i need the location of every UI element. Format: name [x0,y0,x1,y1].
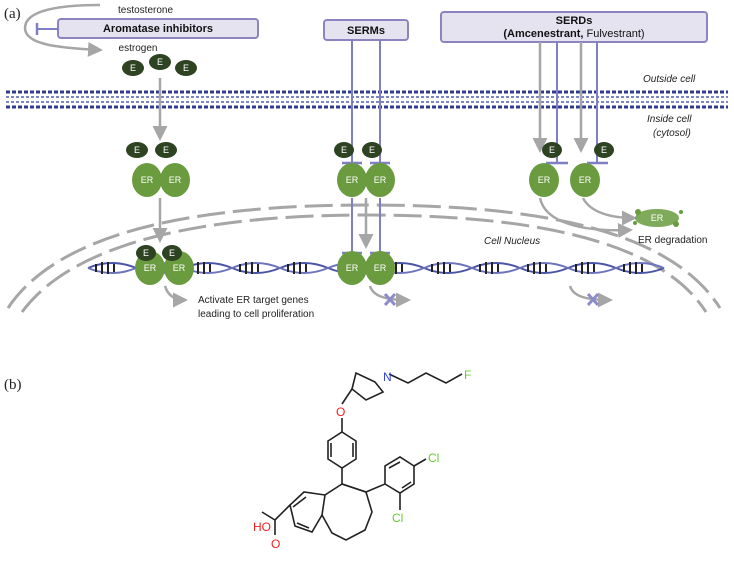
inside-cell-label: Inside cell [647,114,692,125]
outside-cell-label: Outside cell [643,74,696,85]
svg-text:ER: ER [374,175,387,185]
testosterone-path [23,3,103,57]
er-serds-cytosol: E E ER ER [529,142,614,197]
serds-label: SERDs [556,15,593,27]
cell-membrane [6,90,728,109]
activate-arrow [163,285,188,308]
svg-text:Cl: Cl [428,451,439,465]
serms-blocked-transcription [368,285,411,308]
degradation-arrow-2 [581,197,637,226]
er-dimer-serms-cytosol: E E ER ER [334,142,395,197]
svg-text:N: N [383,370,392,384]
er-degraded-fragments: ER [633,209,683,227]
cytosol-label: (cytosol) [653,128,691,139]
svg-text:E: E [183,63,189,73]
svg-text:F: F [464,368,471,382]
svg-text:E: E [163,145,169,155]
serms-label: SERMs [347,25,385,37]
er-dimer-cytosol-left: E E ER ER [126,142,190,197]
activate-line1: Activate ER target genes [198,295,309,306]
activate-line2: leading to cell proliferation [198,309,314,320]
svg-text:E: E [549,145,555,155]
svg-text:ER: ER [374,263,387,273]
svg-text:O: O [271,537,280,551]
svg-text:ER: ER [346,175,359,185]
amcenestrant-structure [261,371,463,541]
amcenestrant-atoms: N F O Cl Cl HO O [253,368,471,551]
svg-text:ER: ER [144,263,157,273]
svg-text:ER: ER [538,175,551,185]
svg-text:ER: ER [579,175,592,185]
serds-blocked-transcription [568,285,613,308]
aromatase-inhibitors-label: Aromatase inhibitors [103,23,213,35]
estrogen-label: estrogen [119,43,158,54]
er-dna-bound-left: ER ER E E [135,245,194,285]
serds-drugs: (Amcenestrant, Fulvestrant) [503,28,644,40]
svg-text:E: E [157,57,163,67]
svg-text:ER: ER [651,213,664,223]
svg-text:ER: ER [346,263,359,273]
serms-box [323,19,409,41]
er-degradation-label: ER degradation [638,235,708,246]
serds-box [440,11,708,43]
svg-text:HO: HO [253,520,271,534]
svg-text:E: E [601,145,607,155]
serds-lines [532,42,608,165]
svg-text:Cl: Cl [392,511,403,525]
cell-nucleus-label: Cell Nucleus [484,236,540,247]
degradation-arrow-1 [538,197,633,238]
svg-text:E: E [169,248,175,258]
svg-text:E: E [369,145,375,155]
panel-b-label: (b) [4,377,22,393]
er-dna-bound-serms: ER ER [337,251,395,285]
estrogen-group-outside: E E E [122,54,197,76]
svg-text:E: E [341,145,347,155]
svg-text:E: E [134,145,140,155]
svg-text:E: E [143,248,149,258]
svg-text:ER: ER [169,175,182,185]
svg-text:E: E [130,63,136,73]
svg-text:O: O [336,405,345,419]
panel-a-label: (a) [4,6,21,22]
testosterone-label: testosterone [118,5,173,16]
svg-text:ER: ER [173,263,186,273]
svg-text:ER: ER [141,175,154,185]
